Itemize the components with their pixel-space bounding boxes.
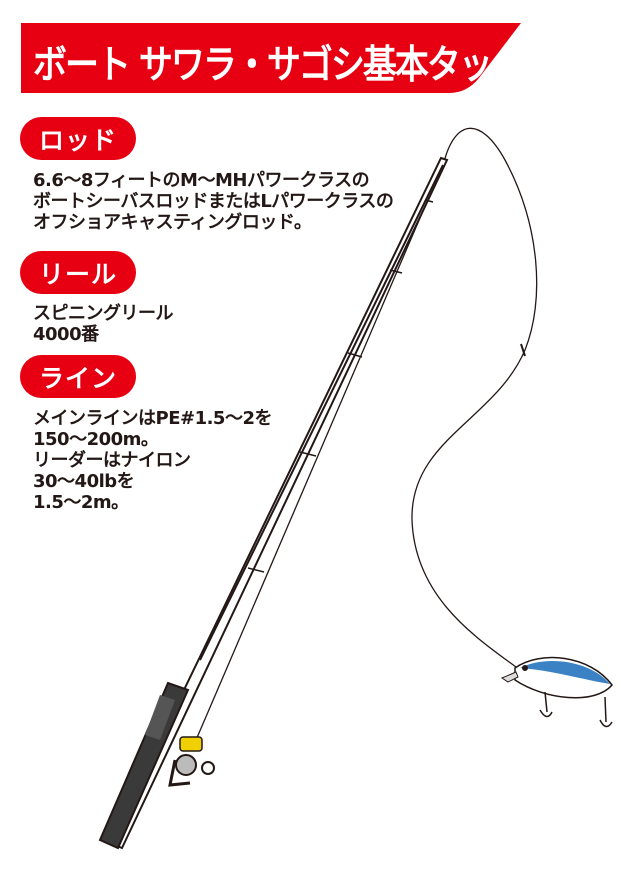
line-description: メインラインはPE#1.5〜2を 150〜200m。 リーダーはナイロン 30〜… [33,408,272,513]
page-title: ボート サワラ・サゴシ基本タックル [33,42,556,89]
line-swivel [520,343,526,357]
title-banner: ボート サワラ・サゴシ基本タックル [21,23,556,93]
rod-description: 6.6〜8フィートのM〜MHパワークラスの ボートシーバスロッドまたはLパワーク… [33,170,394,233]
section-label-reel: リール [20,251,136,294]
text-line: 30〜40lbを [33,471,135,492]
section-label-rod: ロッド [20,117,136,160]
text-line: オフショアキャスティングロッド。 [33,212,312,233]
text-line: 4000番 [33,324,99,345]
fishing-line [195,127,538,741]
reel-description: スピニングリール 4000番 [33,303,174,345]
text-line: 1.5〜2m。 [33,492,129,513]
spinning-reel [168,736,215,787]
banner-shape [21,23,521,93]
text-line: リーダーはナイロン [33,450,191,471]
minnow-lure [500,656,613,728]
rod-guides [247,199,434,573]
text-line: メインラインはPE#1.5〜2を [33,408,272,429]
text-line: 6.6〜8フィートのM〜MHパワークラスの [33,170,370,191]
section-label-line: ライン [20,355,136,398]
text-line: ボートシーバスロッドまたはLパワークラスの [33,191,394,212]
text-line: 150〜200m。 [33,429,159,450]
text-line: スピニングリール [33,303,174,324]
fishing-rod [98,156,449,850]
